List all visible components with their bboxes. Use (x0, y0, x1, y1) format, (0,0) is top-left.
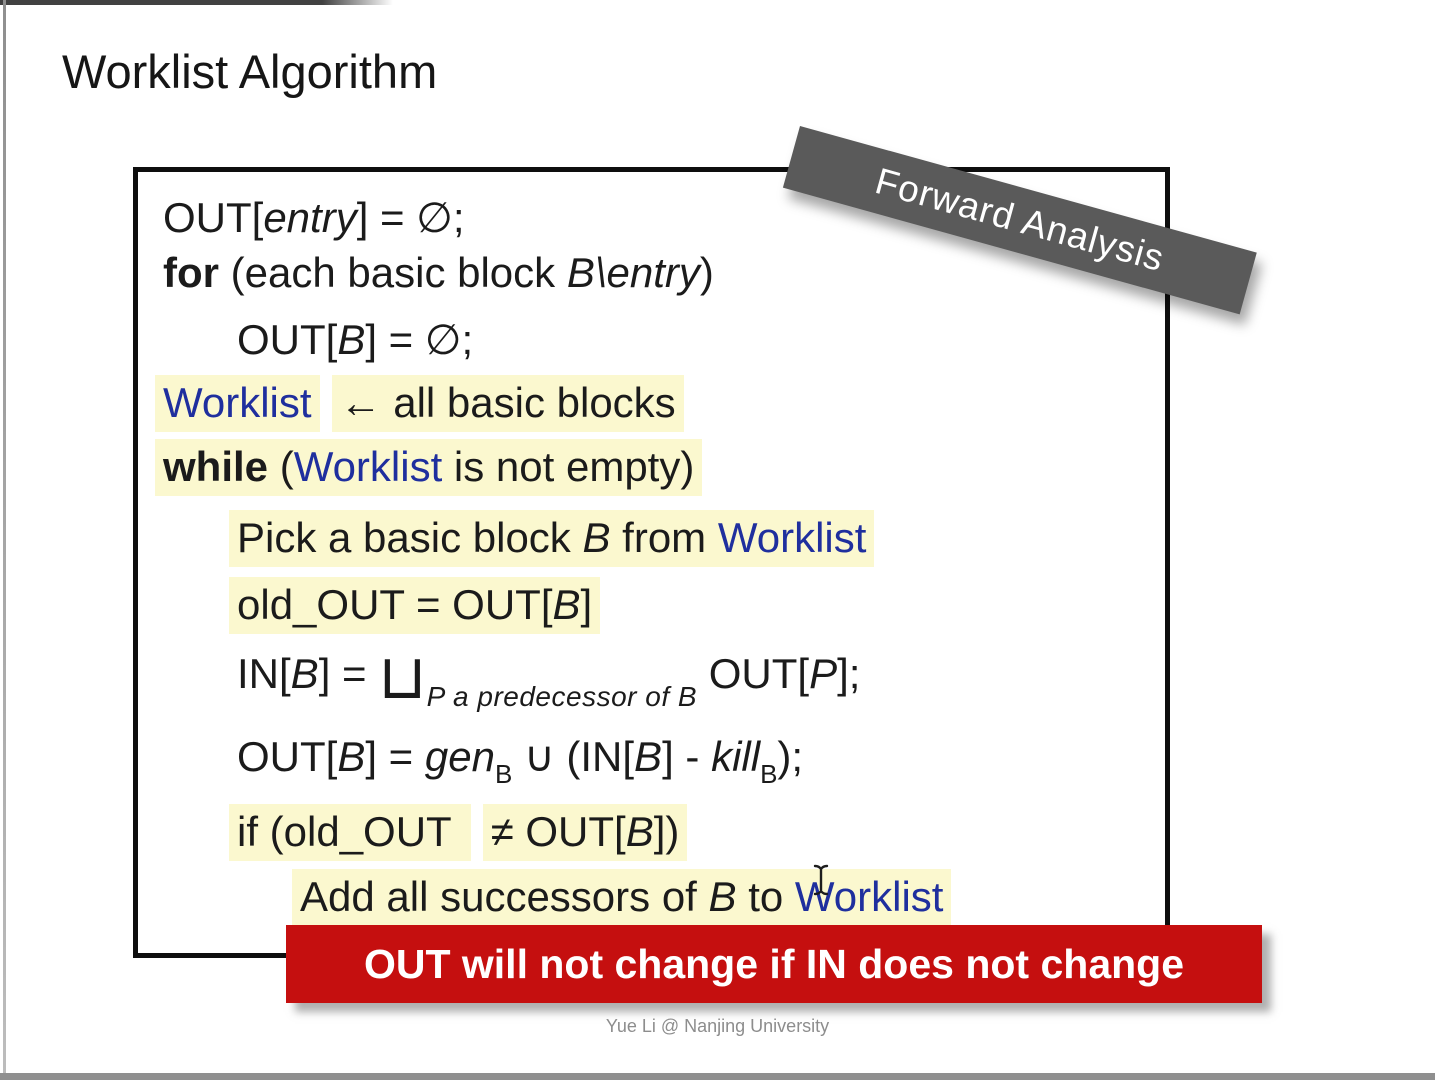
keyword-while: while (163, 443, 269, 490)
var-p: P (809, 650, 838, 697)
code-line: Worklist ← all basic blocks (155, 375, 684, 432)
ibeam-text-cursor-icon (813, 864, 829, 896)
code-line: IN[B] = ⊔P a predecessor of B OUT[P]; (237, 647, 861, 723)
var-b: B (634, 733, 663, 780)
highlight-span: Worklist (155, 375, 320, 432)
var-entry: entry (263, 194, 357, 241)
code-text: Add all successors of (300, 873, 709, 920)
var-b: B (708, 873, 737, 920)
code-text: ); (777, 733, 804, 780)
worklist-term: Worklist (794, 873, 944, 920)
keyword-for: for (163, 249, 219, 296)
code-text: Pick a basic block (237, 514, 583, 561)
var-b: B (625, 808, 654, 855)
highlight-span: Pick a basic block B from Worklist (229, 510, 875, 567)
var-b: B (582, 514, 611, 561)
code-text: ] - (662, 733, 712, 780)
code-text: ] = (318, 650, 379, 697)
gen-subscript: B (494, 759, 513, 789)
code-text: ≠ OUT[ (490, 808, 626, 855)
code-line: old_OUT = OUT[B] (229, 577, 601, 634)
var-b: B (552, 581, 581, 628)
highlight-span: while (Worklist is not empty) (155, 439, 703, 496)
code-text: ) (699, 249, 714, 296)
code-text: ∪ (IN[ (512, 733, 635, 780)
callout-text: OUT will not change if IN does not chang… (363, 940, 1185, 987)
code-text: OUT[ (237, 733, 338, 780)
code-text: from (610, 514, 718, 561)
code-text: if (old_OUT (237, 808, 463, 855)
code-text: ( (268, 443, 294, 490)
highlight-span: old_OUT = OUT[B] (229, 577, 601, 634)
footer-credit: Yue Li @ Nanjing University (605, 1016, 830, 1036)
square-cup-operator: ⊔ (378, 643, 427, 712)
code-text: OUT[ (697, 650, 810, 697)
var-b: B (290, 650, 319, 697)
code-text: ]) (653, 808, 680, 855)
code-line: OUT[entry] = ∅; (163, 192, 465, 244)
code-text: to (736, 873, 795, 920)
code-text: ] (580, 581, 593, 628)
callout-banner: OUT will not change if IN does not chang… (286, 925, 1262, 1003)
code-text: ] = ∅; (356, 194, 465, 241)
code-line: for (each basic block B\entry) (163, 247, 714, 299)
worklist-term: Worklist (717, 514, 867, 561)
code-line: OUT[B] = genB ∪ (IN[B] - killB); (237, 731, 803, 800)
code-text: ]; (837, 650, 861, 697)
video-bottom-edge-strip (0, 1073, 1435, 1080)
highlight-span: if (old_OUT (229, 804, 471, 861)
video-left-edge-strip (3, 0, 6, 1080)
code-text: OUT[ (237, 316, 338, 363)
code-line: Pick a basic block B from Worklist (229, 510, 875, 567)
code-text: ] = (365, 733, 425, 780)
code-line: Add all successors of B to Worklist (292, 869, 952, 926)
var-b: B (337, 316, 366, 363)
var-b: B (337, 733, 366, 780)
worklist-term: Worklist (163, 379, 312, 426)
kill-term: kill (711, 733, 761, 780)
code-line: OUT[B] = ∅; (237, 314, 473, 366)
code-text: old_OUT = OUT[ (237, 581, 553, 628)
video-top-edge-strip (0, 0, 393, 5)
code-text: IN[ (237, 650, 291, 697)
code-line: if (old_OUT ≠ OUT[B]) (229, 804, 688, 861)
code-line: while (Worklist is not empty) (155, 439, 703, 496)
page-title: Worklist Algorithm (62, 45, 438, 98)
gen-term: gen (424, 733, 495, 780)
code-text: ] = ∅; (365, 316, 474, 363)
code-text: is not empty) (442, 443, 695, 490)
operator-subscript: P a predecessor of B (426, 681, 698, 712)
code-text: OUT[ (163, 194, 264, 241)
code-text: ← all basic blocks (339, 379, 676, 426)
highlight-span: Add all successors of B to Worklist (292, 869, 952, 926)
code-text: (each basic block (219, 249, 567, 296)
kill-subscript: B (760, 759, 778, 789)
worklist-term: Worklist (293, 443, 443, 490)
highlight-span: ← all basic blocks (331, 375, 684, 432)
highlight-span: ≠ OUT[B]) (482, 804, 688, 861)
var-b-entry: B\entry (566, 249, 700, 296)
